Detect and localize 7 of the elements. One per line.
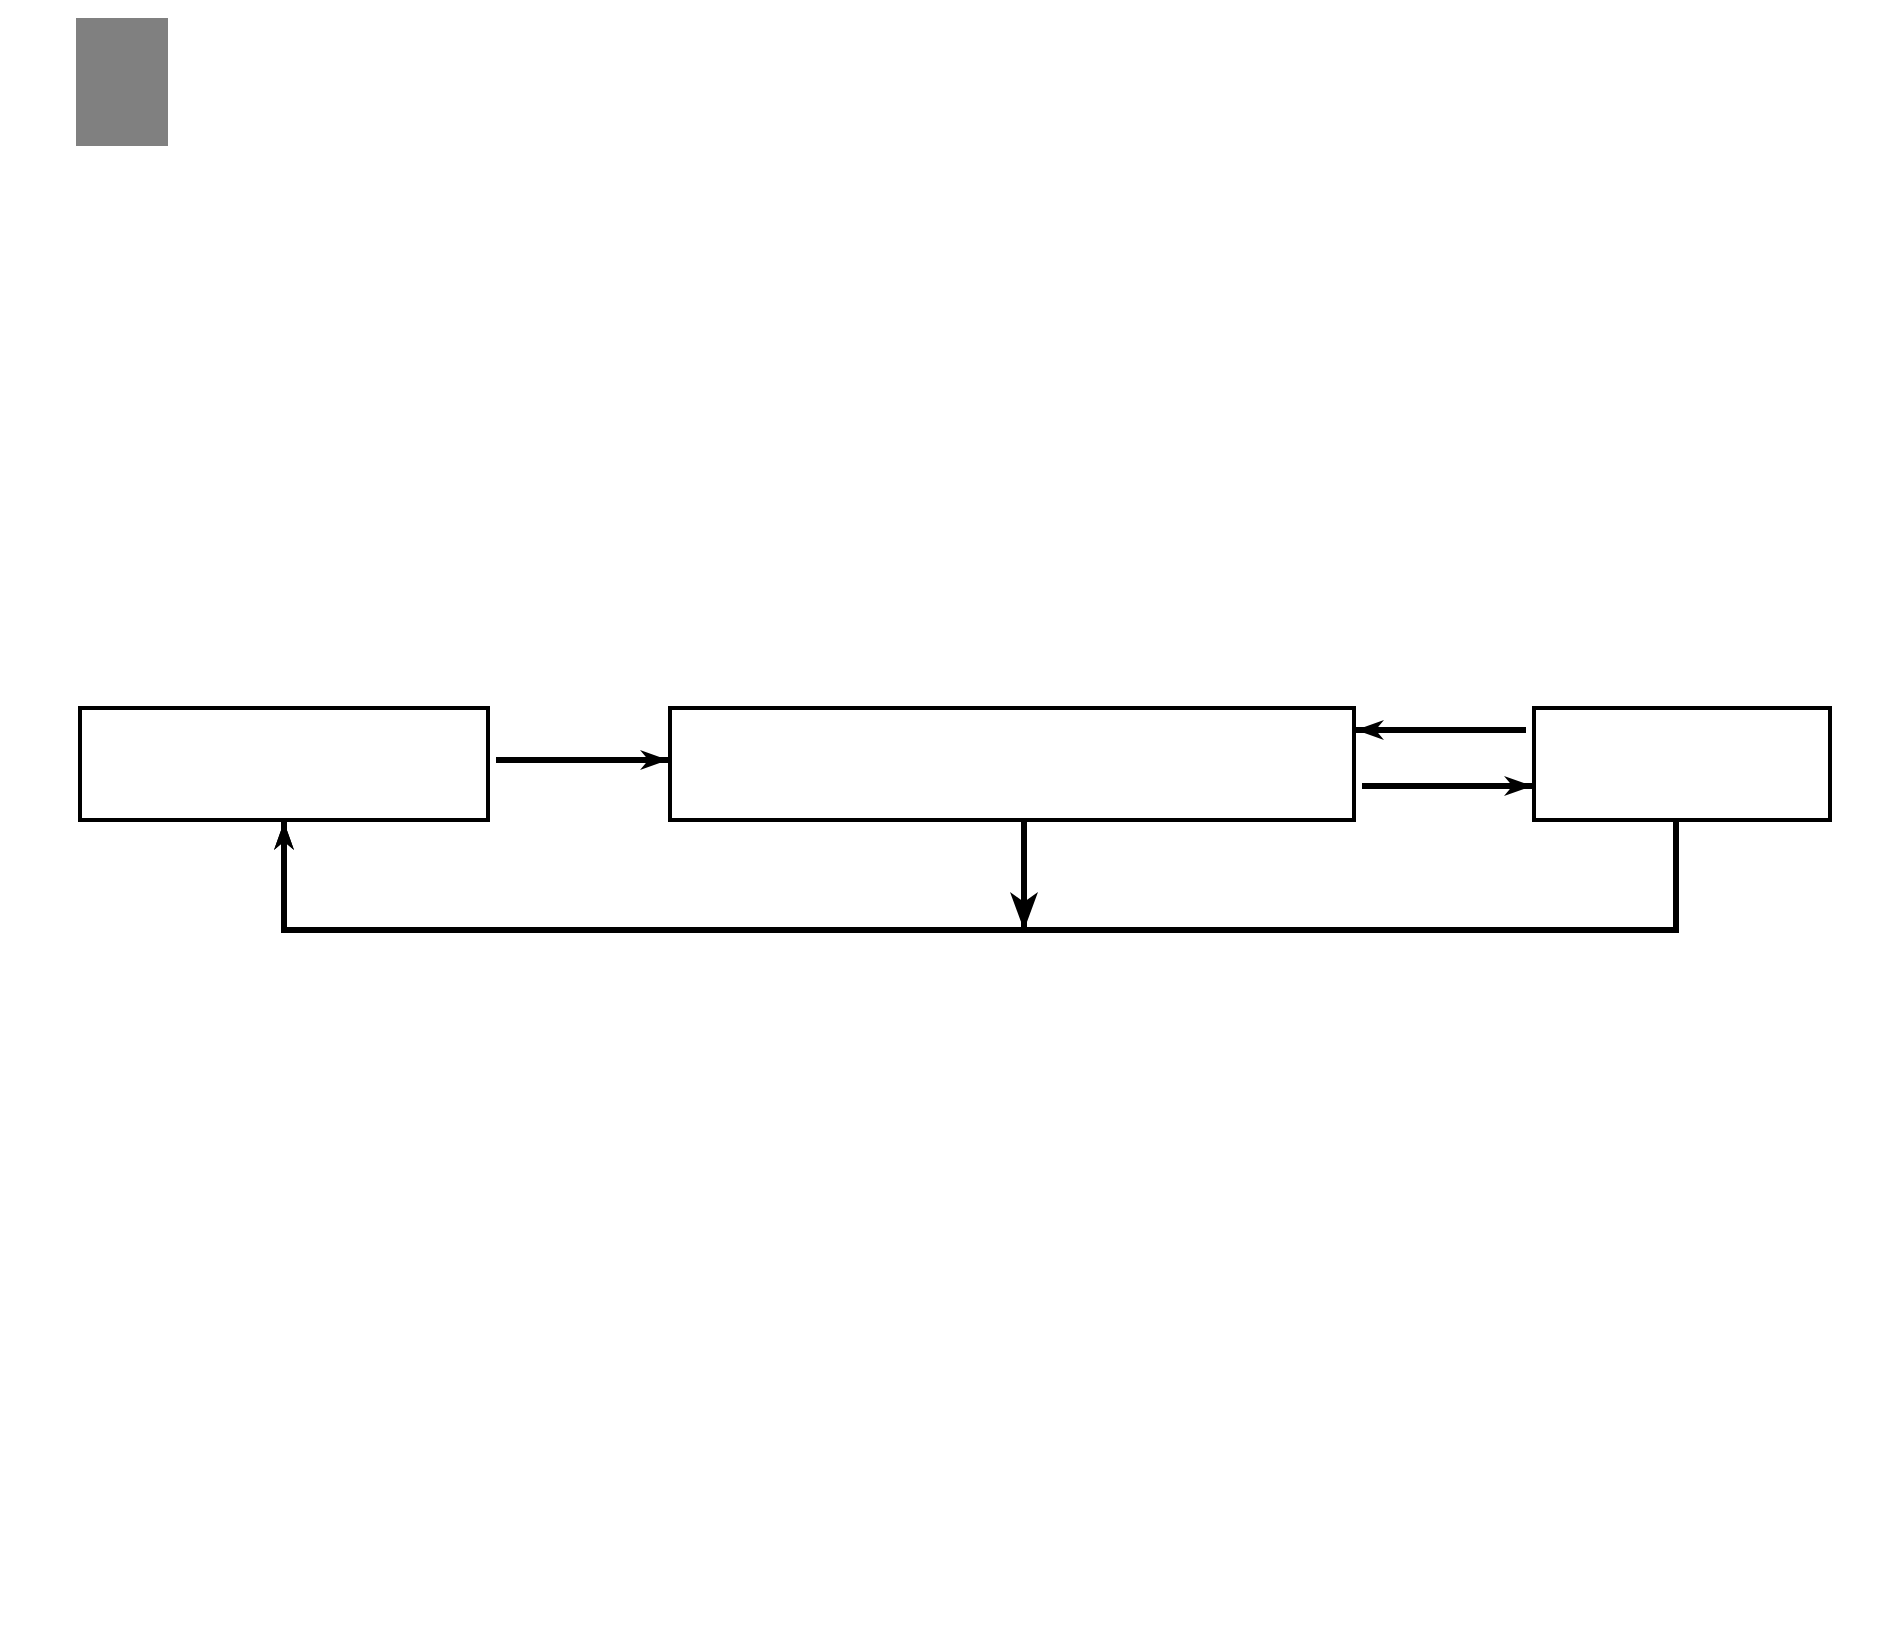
process-box (1532, 706, 1832, 822)
process-box (78, 706, 490, 822)
arrow (1356, 720, 1526, 740)
arrow (496, 750, 668, 770)
arrow (1362, 776, 1532, 796)
arrow (274, 822, 1679, 933)
process-box (668, 706, 1356, 822)
